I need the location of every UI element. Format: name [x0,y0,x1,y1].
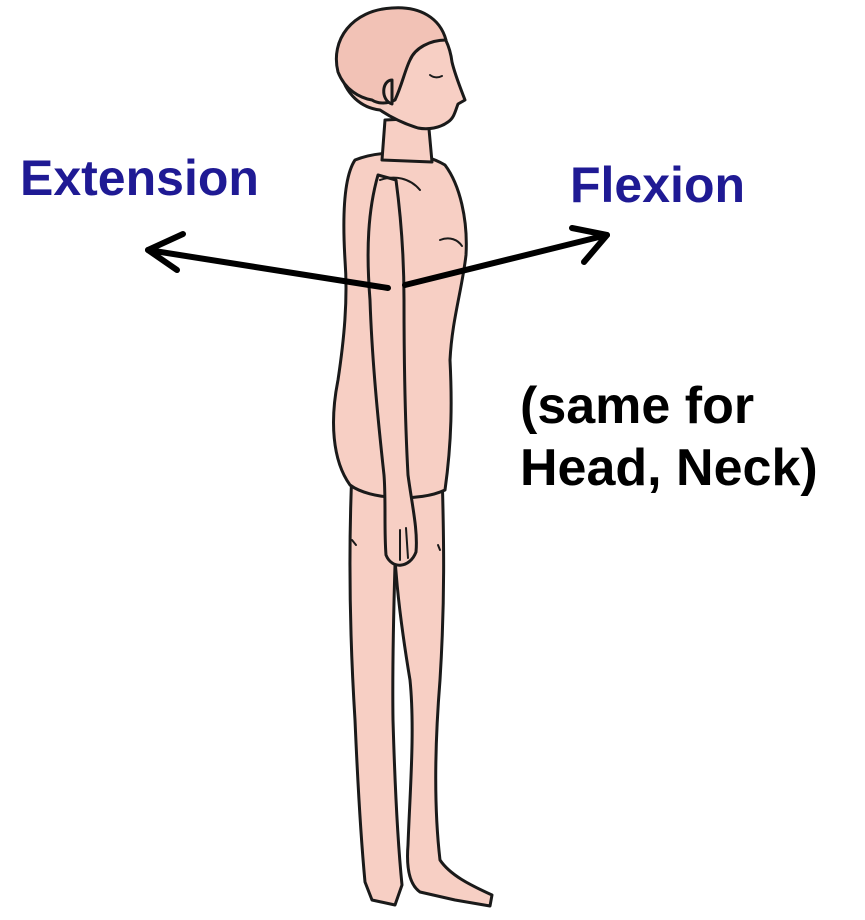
ear [384,80,392,104]
note-line-1: (same for [520,375,818,437]
note-line-2: Head, Neck) [520,437,818,499]
human-figure-side-view [334,8,492,906]
extension-label: Extension [20,153,259,203]
flexion-label: Flexion [570,160,745,210]
same-for-head-neck-note: (same for Head, Neck) [520,375,818,499]
